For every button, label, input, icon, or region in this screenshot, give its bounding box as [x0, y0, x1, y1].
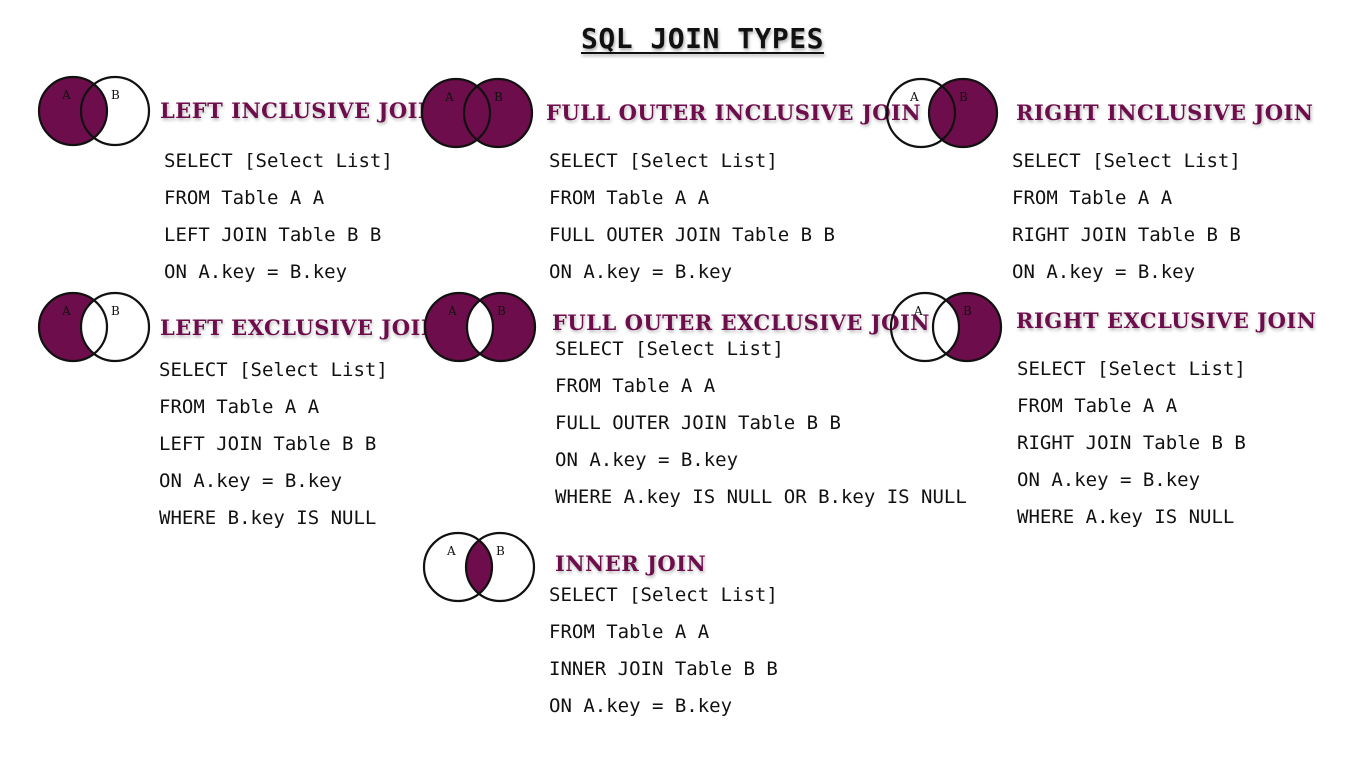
- overlap-region: [466, 533, 492, 601]
- sql-line: FROM Table A A: [159, 396, 320, 418]
- venn-label-b: B: [494, 90, 503, 104]
- sql-line: FROM Table A A: [1017, 395, 1178, 417]
- venn-label-a: A: [909, 90, 919, 104]
- venn-label-a: A: [447, 304, 457, 318]
- venn-label-b: B: [959, 90, 968, 104]
- circle-a-outline: [423, 291, 495, 363]
- circle-a-fill: [39, 77, 107, 145]
- sql-line: FROM Table A A: [549, 621, 710, 643]
- circle-b-outline: [931, 291, 1003, 363]
- venn-label-b: B: [111, 304, 120, 318]
- inner-title: INNER JOIN: [555, 551, 707, 576]
- right-exclusive-sql-code: SELECT [Select List] FROM Table A A RIGHT …: [1017, 358, 1246, 543]
- circle-b-fill: [929, 79, 997, 147]
- circle-b-outline: [464, 531, 536, 603]
- right-exclusive-title: RIGHT EXCLUSIVE JOIN: [1016, 308, 1317, 333]
- circle-a-outline: [37, 75, 109, 147]
- sql-line: ON A.key = B.key: [549, 261, 733, 283]
- inner-sql-code: SELECT [Select List] FROM Table A A INNER …: [549, 584, 778, 732]
- circle-b-outline: [462, 77, 534, 149]
- venn-label-b: B: [111, 88, 120, 102]
- circle-a-outline: [889, 291, 961, 363]
- full-outer-exclusive-title: FULL OUTER EXCLUSIVE JOIN: [552, 310, 930, 335]
- sql-line: ON A.key = B.key: [1012, 261, 1196, 283]
- sql-line: LEFT JOIN Table B B: [164, 224, 382, 246]
- sql-line: WHERE A.key IS NULL: [1017, 506, 1235, 528]
- sql-line: ON A.key = B.key: [159, 470, 343, 492]
- left-exclusive-sql-code: SELECT [Select List] FROM Table A A LEFT J…: [159, 359, 388, 544]
- sql-line: WHERE A.key IS NULL OR B.key IS NULL: [555, 486, 967, 508]
- venn-label-a: A: [61, 304, 71, 318]
- circle-a-outline: [420, 77, 492, 149]
- venn-label-b: B: [497, 304, 506, 318]
- overlap-region: [933, 293, 959, 361]
- left-inclusive-title: LEFT INCLUSIVE JOIN: [160, 98, 438, 123]
- venn-label-a: A: [446, 544, 456, 558]
- sql-line: ON A.key = B.key: [549, 695, 733, 717]
- venn-label-a: A: [444, 90, 454, 104]
- venn-label-a: A: [61, 88, 71, 102]
- circle-a-outline: [422, 531, 494, 603]
- overlap-region: [81, 293, 107, 361]
- sql-line: SELECT [Select List]: [549, 150, 778, 172]
- sql-line: FROM Table A A: [164, 187, 325, 209]
- sql-line: RIGHT JOIN Table B B: [1017, 432, 1246, 454]
- right-inclusive-sql-code: SELECT [Select List] FROM Table A A RIGHT …: [1012, 150, 1241, 298]
- sql-line: SELECT [Select List]: [555, 338, 784, 360]
- circle-b-outline: [927, 77, 999, 149]
- venn-label-a: A: [913, 304, 923, 318]
- left-exclusive-title: LEFT EXCLUSIVE JOIN: [160, 315, 441, 340]
- venn-label-b: B: [496, 544, 505, 558]
- circle-a-outline: [885, 77, 957, 149]
- full-outer-exclusive-sql-code: SELECT [Select List] FROM Table A A FULL O…: [555, 338, 967, 523]
- left-inclusive-sql-code: SELECT [Select List] FROM Table A A LEFT J…: [164, 150, 393, 298]
- circle-a-outline: [37, 291, 109, 363]
- sql-line: WHERE B.key IS NULL: [159, 507, 377, 529]
- sql-line: ON A.key = B.key: [164, 261, 348, 283]
- sql-line: FULL OUTER JOIN Table B B: [555, 412, 841, 434]
- full-outer-inclusive-sql-code: SELECT [Select List] FROM Table A A FULL O…: [549, 150, 835, 298]
- sql-line: RIGHT JOIN Table B B: [1012, 224, 1241, 246]
- sql-line: ON A.key = B.key: [1017, 469, 1201, 491]
- sql-line: FULL OUTER JOIN Table B B: [549, 224, 835, 246]
- circle-b-outline: [465, 291, 537, 363]
- circle-b-fill: [464, 79, 532, 147]
- sql-line: SELECT [Select List]: [1017, 358, 1246, 380]
- sql-line: FROM Table A A: [555, 375, 716, 397]
- sql-line: ON A.key = B.key: [555, 449, 739, 471]
- venn-label-b: B: [963, 304, 972, 318]
- overlap-region: [467, 293, 493, 361]
- sql-line: SELECT [Select List]: [159, 359, 388, 381]
- sql-line: SELECT [Select List]: [1012, 150, 1241, 172]
- sql-line: LEFT JOIN Table B B: [159, 433, 377, 455]
- circle-b-outline: [79, 291, 151, 363]
- page-title: SQL JOIN TYPES: [580, 22, 824, 55]
- circle-b-outline: [79, 75, 151, 147]
- sql-line: FROM Table A A: [549, 187, 710, 209]
- sql-line: INNER JOIN Table B B: [549, 658, 778, 680]
- sql-line: SELECT [Select List]: [549, 584, 778, 606]
- sql-line: SELECT [Select List]: [164, 150, 393, 172]
- sql-line: FROM Table A A: [1012, 187, 1173, 209]
- right-inclusive-title: RIGHT INCLUSIVE JOIN: [1016, 100, 1314, 125]
- full-outer-inclusive-title: FULL OUTER INCLUSIVE JOIN: [546, 100, 922, 125]
